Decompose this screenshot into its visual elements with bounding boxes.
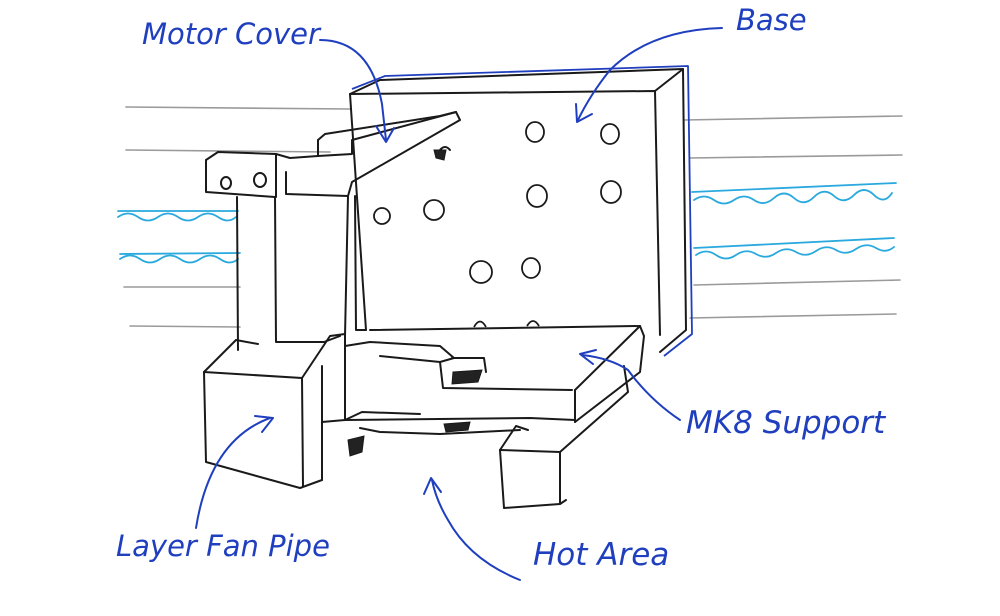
vent-marks <box>347 149 483 457</box>
layer-fan-pipe-label: Layer Fan Pipe <box>116 529 330 563</box>
motor-cover-label: Motor Cover <box>142 17 320 51</box>
base-label: Base <box>736 3 807 37</box>
annotation-arrows <box>195 27 723 581</box>
base-blue-outline <box>351 65 693 357</box>
base-plate <box>349 68 687 353</box>
mk8-arrow <box>581 354 681 421</box>
mk8-support-label: MK8 Support <box>686 405 886 441</box>
rail-lines <box>123 106 903 328</box>
base-holes <box>373 121 622 328</box>
hot-area-block <box>499 365 629 509</box>
motor-cover-arrow <box>319 39 387 141</box>
base-arrow <box>577 27 723 121</box>
motor-cover <box>205 111 461 198</box>
mk8-support <box>321 325 645 435</box>
vertical-arm <box>236 195 367 351</box>
belt-lines <box>117 182 897 264</box>
layer-fan-arrow <box>195 417 271 529</box>
hot-area-arrow <box>431 479 521 581</box>
layer-fan-pipe <box>203 333 346 489</box>
hot-area-label: Hot Area <box>533 537 670 573</box>
